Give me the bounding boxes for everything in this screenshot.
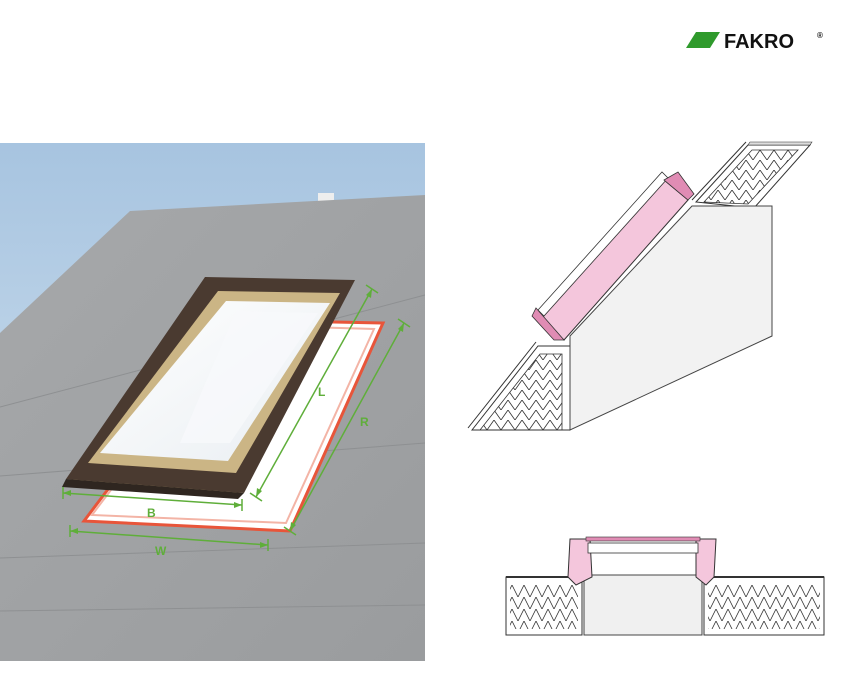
window-bottom-bar bbox=[62, 479, 244, 499]
light-shaft bbox=[569, 205, 773, 431]
flat-cross-section bbox=[500, 525, 830, 640]
lower-roof-layers bbox=[467, 341, 571, 431]
flat-light-shaft bbox=[583, 574, 703, 636]
sloped-cross-section bbox=[466, 140, 816, 435]
dimension-arrowheads bbox=[63, 289, 404, 548]
flat-roof-layers-left bbox=[505, 576, 583, 636]
dimension-label-w: W bbox=[155, 544, 167, 558]
upper-roof-layers bbox=[691, 141, 813, 209]
flat-roof-layers-right bbox=[703, 576, 825, 636]
roof-window-illustration: B W L R bbox=[0, 143, 425, 661]
dimension-label-b: B bbox=[147, 506, 156, 520]
glass-reflection bbox=[180, 311, 318, 443]
flat-glazing-top bbox=[585, 536, 701, 542]
registered-mark: ® bbox=[817, 31, 823, 40]
brand-name: FAKRO bbox=[724, 31, 794, 53]
fakro-logo: FAKRO ® bbox=[686, 28, 830, 56]
flat-frame-right bbox=[695, 538, 717, 586]
bottom-flashing bbox=[531, 307, 565, 341]
logo-mark-icon bbox=[686, 32, 720, 48]
dimension-label-l: L bbox=[318, 385, 325, 399]
top-flashing bbox=[663, 171, 695, 201]
ridge-detail bbox=[318, 193, 334, 203]
dimension-label-r: R bbox=[360, 415, 369, 429]
flat-glazing bbox=[587, 542, 699, 554]
